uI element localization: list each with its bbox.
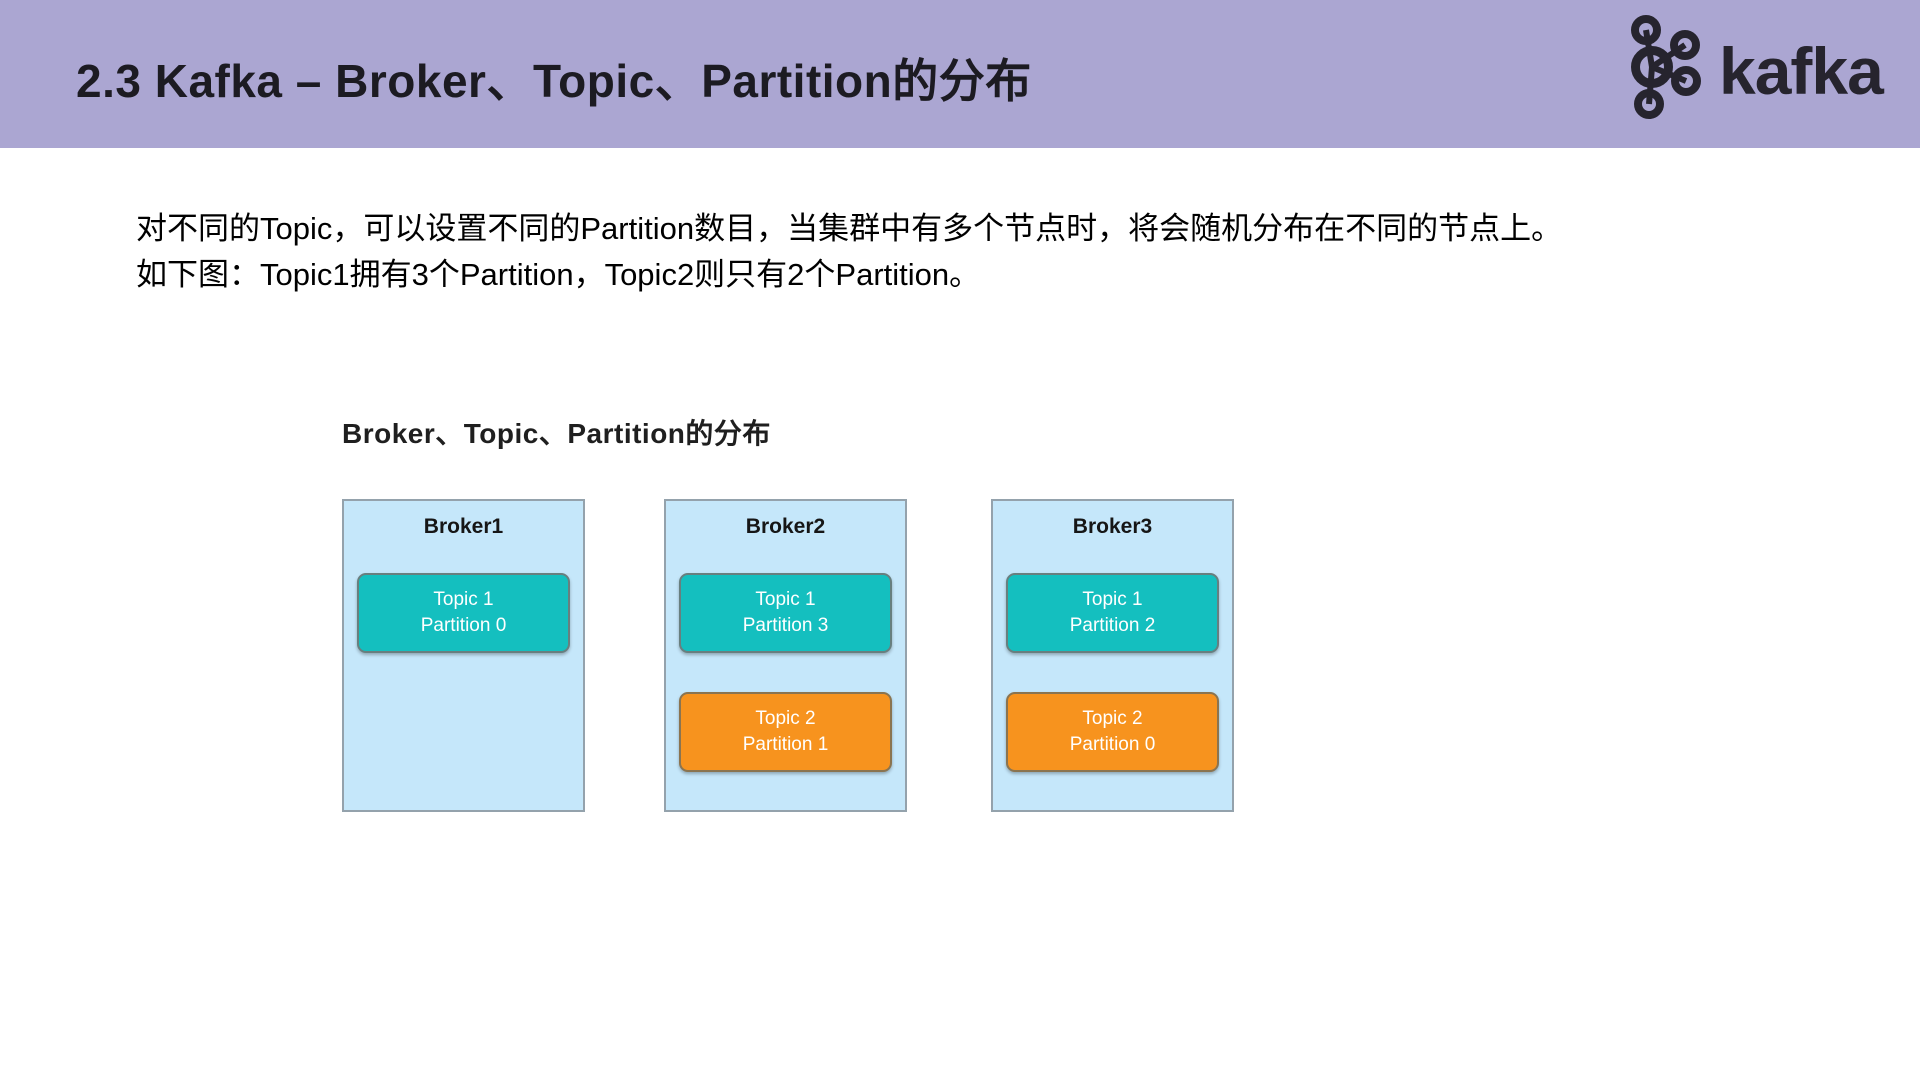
slide-title: 2.3 Kafka – Broker、Topic、Partition的分布 [76, 55, 1032, 107]
slide-header: 2.3 Kafka – Broker、Topic、Partition的分布 ka [0, 0, 1920, 148]
diagram-title: Broker、Topic、Partition的分布 [342, 418, 771, 449]
partition-box: Topic 1 Partition 0 [357, 573, 570, 653]
kafka-logo-mark [1631, 15, 1701, 119]
partition-number-label: Partition 0 [1069, 734, 1156, 755]
body-line-2: 如下图：Topic1拥有3个Partition，Topic2则只有2个Parti… [136, 257, 981, 292]
kafka-wordmark: kafka [1719, 34, 1885, 108]
kafka-logo: kafka [1624, 4, 1886, 126]
partition-number-label: Partition 0 [420, 615, 507, 636]
partition-topic-label: Topic 1 [1082, 589, 1143, 610]
partition-box: Topic 1 Partition 2 [1006, 573, 1219, 653]
partition-topic-label: Topic 2 [755, 708, 816, 729]
broker-name: Broker1 [423, 515, 504, 538]
broker-diagram: Broker1 Topic 1 Partition 0 Broker2 Topi… [342, 499, 1242, 812]
partition-topic-label: Topic 2 [1082, 708, 1143, 729]
partition-box: Topic 2 Partition 1 [679, 692, 892, 772]
partition-box: Topic 1 Partition 3 [679, 573, 892, 653]
partition-number-label: Partition 1 [742, 734, 829, 755]
partition-box: Topic 2 Partition 0 [1006, 692, 1219, 772]
partition-topic-label: Topic 1 [755, 589, 816, 610]
kafka-logo-graphic: kafka [1631, 15, 1886, 119]
body-paragraph: 对不同的Topic，可以设置不同的Partition数目，当集群中有多个节点时，… [136, 206, 1836, 298]
broker-name: Broker2 [745, 515, 826, 538]
broker-box-2: Broker2 Topic 1 Partition 3 Topic 2 Part… [664, 499, 907, 812]
partition-number-label: Partition 3 [742, 615, 829, 636]
partition-topic-label: Topic 1 [433, 589, 494, 610]
partition-number-label: Partition 2 [1069, 615, 1156, 636]
broker-box-3: Broker3 Topic 1 Partition 2 Topic 2 Part… [991, 499, 1234, 812]
body-line-1: 对不同的Topic，可以设置不同的Partition数目，当集群中有多个节点时，… [136, 211, 1563, 246]
broker-name: Broker3 [1072, 515, 1153, 538]
broker-box-1: Broker1 Topic 1 Partition 0 [342, 499, 585, 812]
